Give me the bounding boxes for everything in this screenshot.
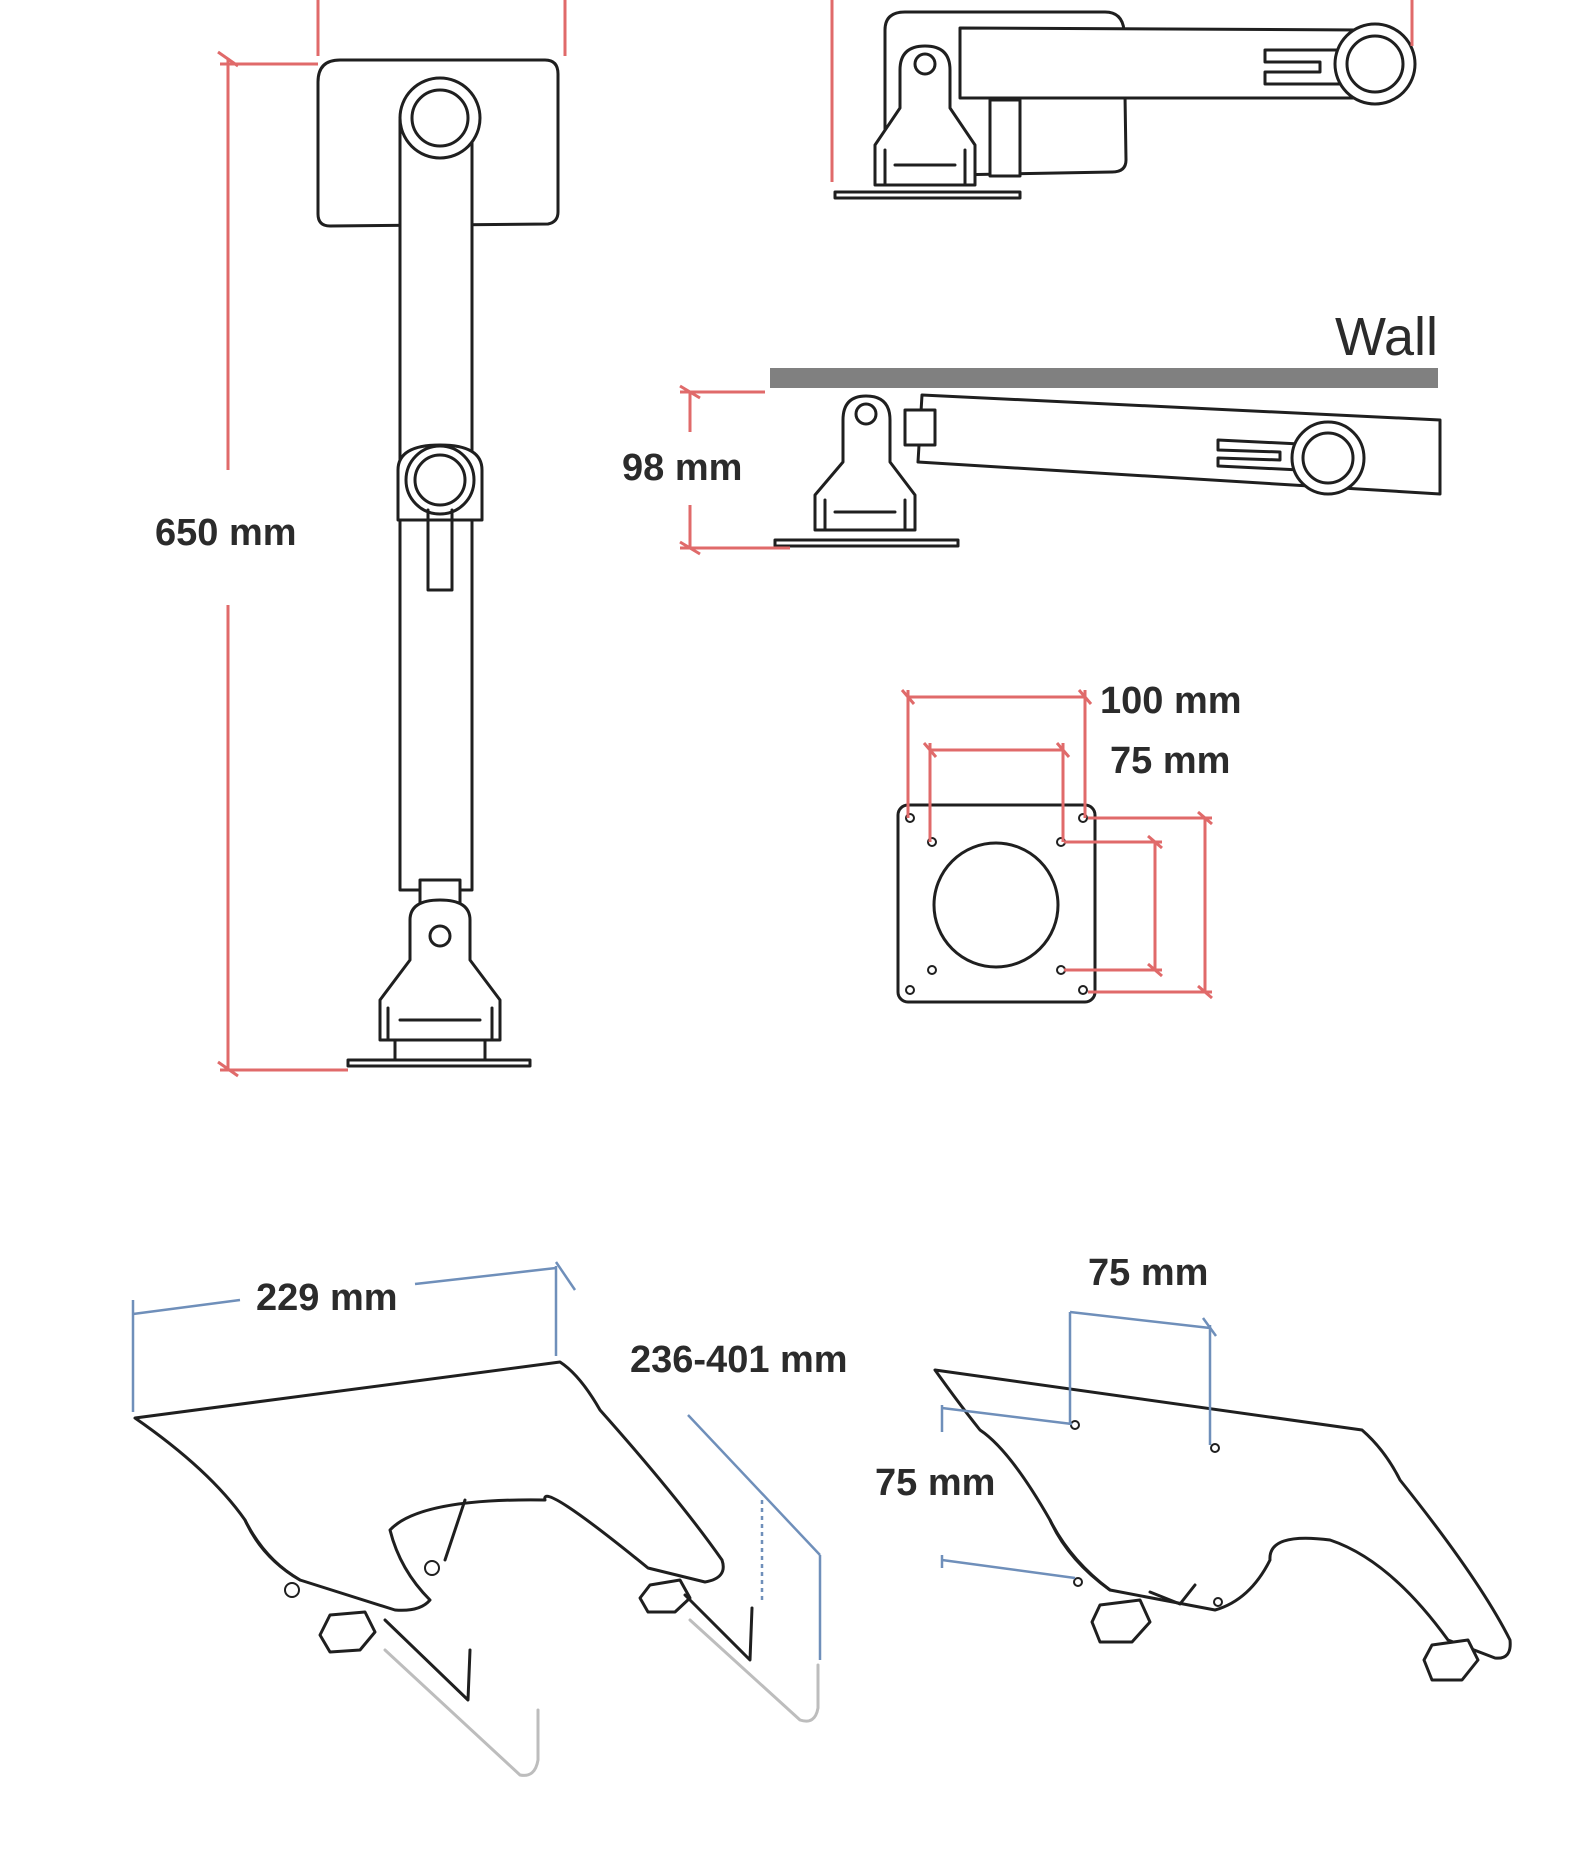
wall-arm-drawing bbox=[773, 393, 1442, 548]
wall-gap-dimension-line bbox=[679, 384, 790, 556]
horizontal-arm-drawing bbox=[833, 10, 1417, 200]
height-dimension-line bbox=[217, 0, 567, 1078]
tray-vesa-dimension-lines bbox=[940, 1310, 1218, 1580]
tray-range-label: 236-401 mm bbox=[630, 1339, 848, 1381]
tray-vesa-v-label: 75 mm bbox=[875, 1462, 995, 1504]
wall-label: Wall bbox=[1335, 307, 1438, 367]
tray-range-dimension-line bbox=[687, 1414, 822, 1660]
wall-bar bbox=[770, 368, 1438, 388]
wall-gap-label: 98 mm bbox=[622, 447, 742, 489]
tray-vesa-h-label: 75 mm bbox=[1088, 1252, 1208, 1294]
vesa-small-label: 75 mm bbox=[1110, 740, 1230, 782]
tray-width-label: 229 mm bbox=[256, 1277, 398, 1319]
vesa-large-label: 100 mm bbox=[1100, 680, 1242, 722]
vesa-dimension-lines bbox=[900, 689, 1213, 1000]
tray-width-dimension-line bbox=[131, 1261, 577, 1412]
keyboard-tray-drawing bbox=[133, 1360, 820, 1777]
vesa-plate-drawing bbox=[896, 803, 1097, 1004]
horizontal-arm-extent-lines bbox=[830, 0, 1414, 182]
tray-underside-drawing bbox=[933, 1368, 1512, 1682]
height-label: 650 mm bbox=[155, 512, 297, 554]
vertical-arm-drawing bbox=[316, 58, 560, 1068]
